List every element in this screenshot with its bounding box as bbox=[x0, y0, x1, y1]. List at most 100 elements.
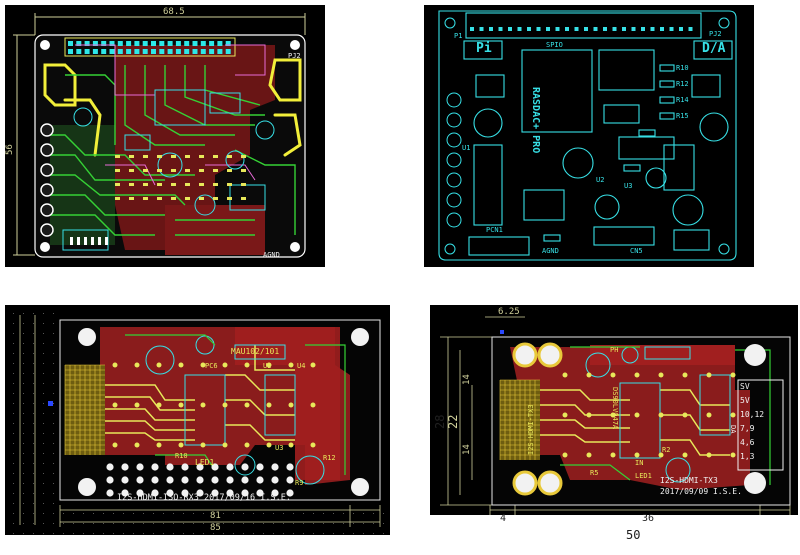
pcb-feature bbox=[226, 489, 234, 497]
pcb-feature bbox=[101, 41, 107, 46]
pcb-feature bbox=[84, 237, 87, 245]
pcb-feature bbox=[730, 372, 736, 378]
pcb-feature bbox=[181, 476, 189, 484]
pcb-feature bbox=[33, 523, 34, 524]
pcb-feature bbox=[33, 483, 34, 484]
pcb-feature bbox=[181, 489, 189, 497]
pcb-feature bbox=[143, 155, 148, 158]
pcb-feature bbox=[603, 27, 607, 31]
pcb-feature bbox=[562, 452, 568, 458]
pcb-feature bbox=[271, 476, 279, 484]
pcb-feature bbox=[200, 402, 206, 408]
pcb-feature bbox=[113, 523, 114, 524]
pcb-feature bbox=[43, 353, 44, 354]
pcb-feature bbox=[706, 372, 712, 378]
pcb-feature bbox=[682, 372, 688, 378]
pcb-feature bbox=[193, 523, 194, 524]
pcb-feature bbox=[129, 169, 134, 172]
pcb-feature bbox=[271, 463, 279, 471]
pcb-feature bbox=[53, 413, 54, 414]
pcb-feature bbox=[13, 483, 14, 484]
label-pc6: PC6 bbox=[205, 362, 218, 370]
pcb-feature bbox=[610, 452, 616, 458]
pcb-feature bbox=[166, 489, 174, 497]
pcb-feature bbox=[213, 155, 218, 158]
pcb-feature bbox=[217, 49, 223, 54]
pcb-feature bbox=[53, 443, 54, 444]
pcb-feature bbox=[33, 373, 34, 374]
rx-board-artwork bbox=[13, 313, 384, 534]
pcb-feature bbox=[43, 313, 44, 314]
label-pj2: PJ2 bbox=[709, 30, 722, 38]
silk-in-label: IN bbox=[635, 459, 644, 467]
pcb-feature bbox=[173, 533, 174, 534]
pcb-feature bbox=[33, 423, 34, 424]
pcb-feature bbox=[142, 41, 148, 46]
dim-4: 4 bbox=[500, 513, 507, 524]
pcb-feature bbox=[33, 503, 34, 504]
pcb-feature bbox=[53, 513, 54, 514]
pcb-feature bbox=[203, 533, 204, 534]
pcb-feature bbox=[193, 533, 194, 534]
pcb-feature bbox=[123, 523, 124, 524]
pcb-feature bbox=[288, 442, 294, 448]
label-u2: U2 bbox=[263, 362, 272, 370]
pcb-feature bbox=[53, 363, 54, 364]
pcb-feature bbox=[241, 169, 246, 172]
pcb-feature bbox=[134, 49, 140, 54]
pcb-feature bbox=[33, 413, 34, 414]
agnd-label: AGND bbox=[263, 251, 280, 259]
pcb-feature bbox=[53, 373, 54, 374]
pcb-feature bbox=[40, 163, 54, 177]
pin-legend-row: 5V bbox=[740, 396, 750, 405]
pcb-feature bbox=[13, 323, 14, 324]
pcb-feature bbox=[470, 27, 474, 31]
pcb-feature bbox=[586, 452, 592, 458]
pcb-feature bbox=[200, 442, 206, 448]
pcb-feature bbox=[286, 476, 294, 484]
pcb-feature bbox=[121, 463, 129, 471]
pcb-feature bbox=[373, 523, 374, 524]
pcb-feature bbox=[13, 423, 14, 424]
pcb-feature bbox=[555, 27, 560, 31]
connector-pj2-label: PJ2 bbox=[288, 52, 301, 60]
pcb-feature bbox=[143, 183, 148, 186]
pcb-feature bbox=[23, 453, 24, 454]
pcb-feature bbox=[33, 513, 34, 514]
pcb-feature bbox=[183, 533, 184, 534]
pcb-feature bbox=[123, 513, 124, 514]
pcb-feature bbox=[93, 533, 94, 534]
silk-board-date: 2017/09/09 I.S.E. bbox=[660, 487, 742, 496]
pcb-feature bbox=[53, 433, 54, 434]
pcb-feature bbox=[192, 41, 198, 46]
pcb-feature bbox=[222, 362, 228, 368]
pcb-feature bbox=[159, 41, 165, 46]
pcb-feature bbox=[83, 523, 84, 524]
pcb-feature bbox=[13, 393, 14, 394]
pcb-feature bbox=[73, 523, 74, 524]
pcb-feature bbox=[33, 313, 34, 314]
pcb-feature bbox=[33, 403, 34, 404]
pcb-feature bbox=[241, 463, 249, 471]
pcb-feature bbox=[536, 27, 541, 31]
pcb-feature bbox=[13, 493, 14, 494]
pcb-feature bbox=[343, 523, 344, 524]
pcb-feature bbox=[33, 363, 34, 364]
pcb-feature bbox=[213, 523, 214, 524]
pcb-feature bbox=[730, 452, 736, 458]
pcb-feature bbox=[203, 523, 204, 524]
pcb-feature bbox=[293, 533, 294, 534]
dim-bottom-85: 85 bbox=[210, 523, 221, 533]
pcb-feature bbox=[213, 169, 218, 172]
pcb-feature bbox=[53, 313, 54, 314]
pcb-feature bbox=[546, 27, 550, 31]
pcb-feature bbox=[333, 533, 334, 534]
pcb-feature bbox=[43, 413, 44, 414]
pcb-feature bbox=[33, 393, 34, 394]
pcb-feature bbox=[113, 513, 114, 514]
silk-hdmi-label: I2S-HDMI-TX3 bbox=[527, 404, 535, 455]
pcb-feature bbox=[584, 27, 588, 31]
pcb-feature bbox=[271, 489, 279, 497]
pcb-feature bbox=[23, 513, 24, 514]
pcb-feature bbox=[658, 372, 664, 378]
